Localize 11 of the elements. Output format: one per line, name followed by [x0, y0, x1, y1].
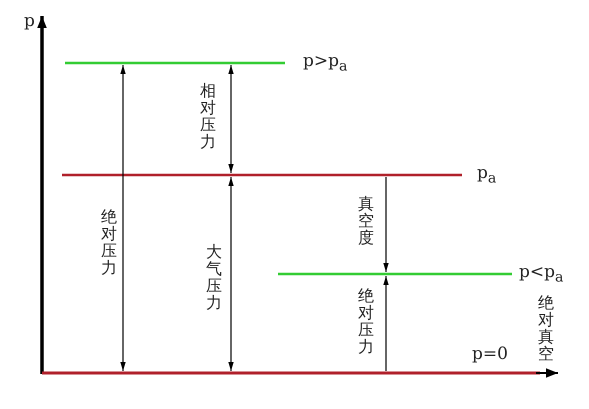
level-label: p$_{a}$ [477, 164, 496, 188]
dimension-label: 大气压力 [206, 243, 223, 311]
level-label: p>p$_{a}$ [303, 52, 348, 76]
dimension-label: 真空度 [358, 195, 375, 246]
dimension-label: 绝对压力 [358, 287, 375, 355]
dimension-label: 相对压力 [200, 82, 217, 150]
dimension-label: 绝对压力 [101, 208, 118, 276]
level-label: p<p$_{a}$ [519, 263, 564, 286]
level-label: p=0 [472, 345, 508, 363]
axis-label: p [24, 12, 35, 30]
axis-label: 绝对真空 [538, 294, 555, 362]
